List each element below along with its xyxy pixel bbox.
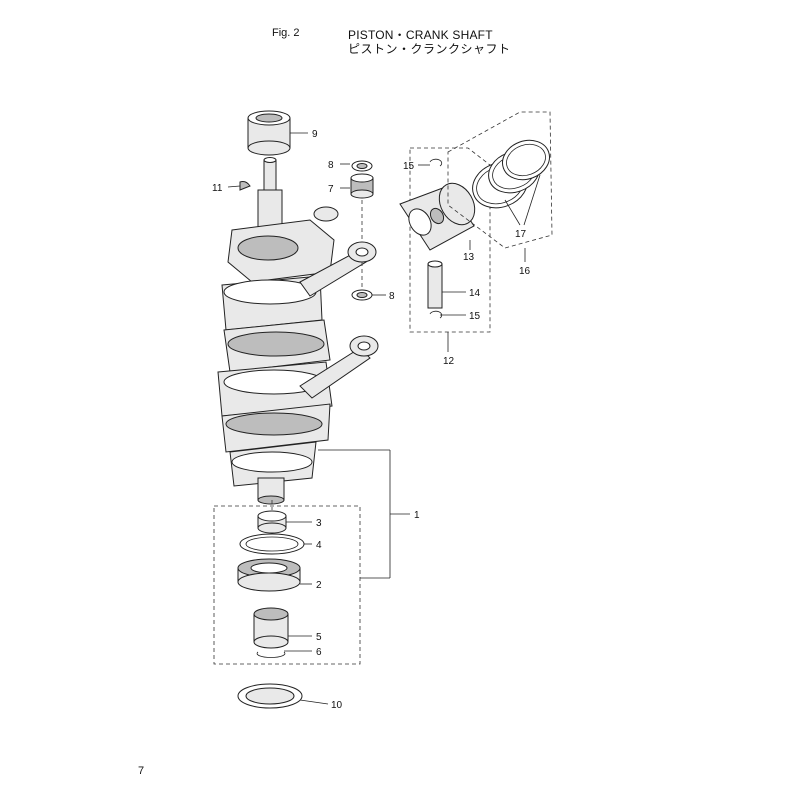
callout-10: 10: [331, 700, 343, 711]
part-13-piston[interactable]: [399, 177, 482, 251]
part-5-collar[interactable]: [253, 607, 289, 649]
callout-15-bottom: 15: [469, 311, 481, 322]
part-2-ball-bearing[interactable]: [237, 558, 301, 592]
part-8-washer-bottom[interactable]: [351, 289, 373, 301]
page-title-japanese: ピストン・クランクシャフト: [348, 42, 511, 56]
callout-11: 11: [212, 183, 223, 194]
page-number: 7: [138, 765, 145, 777]
part-8-washer-top[interactable]: [351, 160, 373, 172]
callout-labels: 9 8 7 11 8 15 13 14 15 12 17 16 1 3 4 2 …: [212, 129, 531, 711]
callout-6: 6: [316, 647, 322, 658]
callout-12: 12: [443, 356, 455, 367]
part-15-circlip-top[interactable]: [429, 158, 443, 167]
part-10-thrust-washer[interactable]: [237, 683, 303, 709]
connecting-rod-upper[interactable]: [299, 206, 377, 297]
part-4-oil-seal-ring[interactable]: [239, 533, 305, 555]
leader-lines: [227, 132, 541, 705]
page-title: PISTON・CRANK SHAFT: [348, 28, 493, 42]
part-15-circlip-bottom[interactable]: [429, 310, 443, 319]
callout-15-top: 15: [403, 161, 415, 172]
callout-4: 4: [316, 540, 322, 551]
callout-3: 3: [316, 518, 322, 529]
callout-13: 13: [463, 252, 475, 263]
callout-8-top: 8: [328, 160, 334, 171]
connecting-rod-lower[interactable]: [299, 335, 379, 399]
part-9-upper-bearing[interactable]: [247, 110, 291, 156]
callout-1: 1: [414, 510, 420, 521]
callout-2: 2: [316, 580, 322, 591]
callout-16: 16: [519, 266, 531, 277]
part-7-needle-bearing[interactable]: [350, 173, 374, 199]
callout-17: 17: [515, 229, 527, 240]
group-1-outline: [213, 505, 361, 665]
callout-5: 5: [316, 632, 322, 643]
part-11-woodruff-key[interactable]: [239, 181, 251, 191]
part-14-piston-pin[interactable]: [427, 260, 443, 309]
callout-8-bottom: 8: [389, 291, 395, 302]
callout-9: 9: [312, 129, 318, 140]
crankshaft[interactable]: [217, 157, 335, 505]
part-17-piston-rings[interactable]: [466, 134, 555, 215]
callout-14: 14: [469, 288, 481, 299]
callout-7: 7: [328, 184, 334, 195]
figure-number: Fig. 2: [272, 27, 300, 39]
part-3-bearing-race[interactable]: [257, 510, 287, 534]
group-12-outline: [409, 147, 491, 333]
part-6-snap-ring[interactable]: [256, 651, 286, 658]
